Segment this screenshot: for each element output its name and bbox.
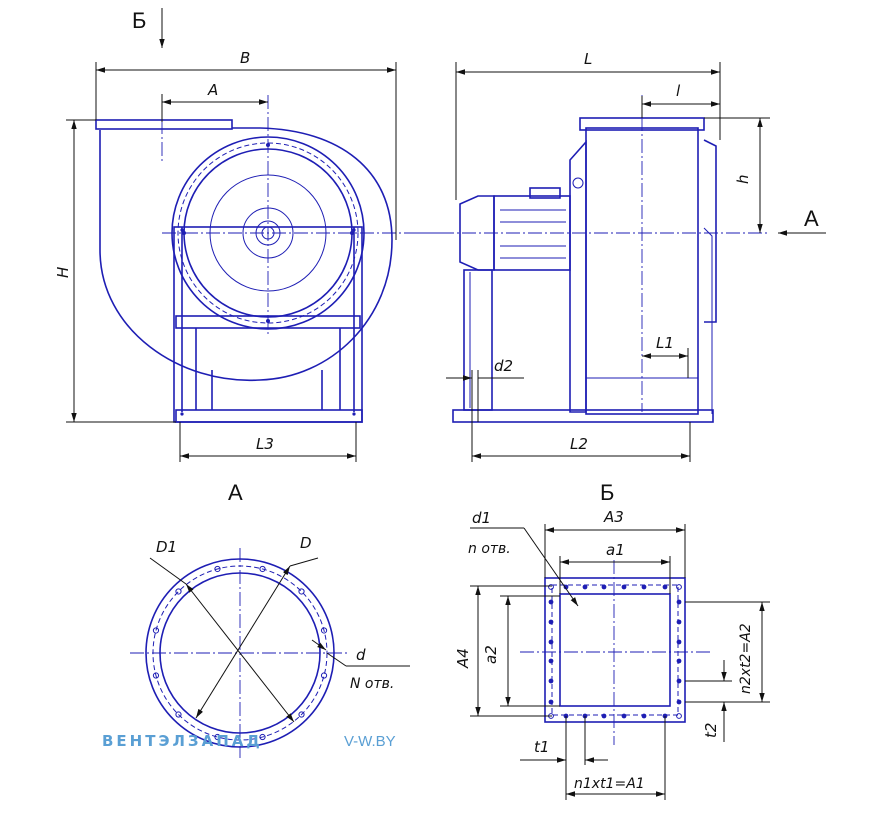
bolt-hole — [548, 678, 554, 684]
view-b-marker: Б — [132, 8, 146, 33]
rect-flange-view: Б d1 n отв. A3 a1 A4 a2 — [454, 480, 770, 800]
motor-end-cap — [459, 195, 495, 271]
bolt-hole — [641, 584, 647, 590]
rect-flange-holes — [548, 584, 682, 719]
bolt-hole — [676, 639, 682, 645]
bolt-hole — [214, 733, 221, 741]
label-a3: A3 — [603, 508, 624, 526]
label-l-total: L — [584, 50, 592, 68]
frame-bolt — [352, 412, 356, 416]
leader-d — [289, 557, 319, 567]
bolt-hole — [676, 678, 682, 684]
bolt-hole — [641, 713, 647, 719]
label-t1: t1 — [534, 738, 549, 756]
section-a-title: А — [228, 480, 243, 505]
outlet-flange — [95, 119, 233, 130]
label-d-round: D — [300, 534, 312, 552]
label-a4: A4 — [454, 648, 472, 669]
label-a1-lower: a1 — [606, 541, 625, 559]
bolt-hole — [676, 713, 682, 719]
motor-bracket — [569, 139, 587, 413]
inlet-rim — [703, 227, 713, 414]
inlet-collar — [703, 139, 717, 323]
watermark-brand: ВЕНТЭЛЗАПАД — [102, 732, 263, 750]
bolt-hole — [676, 584, 682, 590]
bolt-hole — [548, 619, 554, 625]
label-n-holes-rect: n отв. — [468, 541, 511, 557]
bolt-hole — [601, 584, 607, 590]
rect-flange-bolt-line — [551, 584, 679, 716]
bolt-hole — [548, 639, 554, 645]
label-d1-round: D1 — [156, 538, 177, 556]
bolt-hole — [298, 588, 305, 595]
side-base — [452, 409, 714, 423]
bolt-hole — [175, 588, 182, 595]
bolt-hole — [152, 627, 160, 634]
diameter-line-d — [195, 565, 291, 719]
terminal-box — [529, 187, 561, 199]
bolt-hole — [152, 672, 160, 679]
bolt-hole — [548, 584, 554, 590]
front-view: Б — [54, 8, 440, 462]
round-flange-view: А D1 D d N отв. — [130, 480, 410, 758]
rect-flange-outer — [544, 577, 686, 723]
label-l-small: l — [676, 82, 681, 100]
bracket-bolt — [572, 177, 584, 189]
label-d-hole: d — [356, 646, 366, 664]
bolt-hole — [676, 699, 682, 705]
label-a: A — [207, 81, 218, 99]
frame-bolt — [352, 228, 356, 232]
label-h: H — [54, 267, 72, 278]
bolt-hole — [548, 658, 554, 664]
bolt-hole — [662, 584, 668, 590]
frame-bolt — [180, 228, 184, 232]
bolt-hole — [175, 711, 182, 718]
label-a2-lower: a2 — [482, 645, 500, 664]
bolt-hole — [259, 733, 266, 741]
volute-housing — [99, 127, 393, 382]
bolt-hole — [676, 619, 682, 625]
label-b: B — [240, 49, 250, 67]
label-n1t1: n1xt1=A1 — [574, 776, 645, 792]
section-b-title: Б — [600, 480, 614, 505]
bolt-hole — [320, 672, 328, 679]
bolt-hole — [676, 658, 682, 664]
label-n2t2: n2xt2=A2 — [738, 623, 754, 694]
label-d1-rect: d1 — [472, 509, 491, 527]
side-view: А L l h d2 L1 L2 — [418, 50, 826, 462]
label-d2: d2 — [494, 357, 513, 375]
bolt-hole — [582, 584, 588, 590]
label-l2: L2 — [570, 435, 588, 453]
watermark-domain: V-W.BY — [344, 733, 396, 750]
label-l3: L3 — [256, 435, 274, 453]
bolt-hole — [548, 599, 554, 605]
label-t2: t2 — [702, 723, 720, 738]
view-a-marker: А — [804, 206, 819, 231]
leader-d1-rect — [523, 527, 579, 607]
label-l1: L1 — [656, 334, 674, 352]
inlet-flange-bolt-circle — [177, 142, 359, 324]
bolt-hole — [548, 699, 554, 705]
label-n-holes: N отв. — [350, 676, 394, 692]
bolt-hole — [621, 584, 627, 590]
bolt-hole — [676, 599, 682, 605]
bolt-hole — [320, 627, 328, 634]
bolt-hole — [621, 713, 627, 719]
hole-arrow — [311, 639, 327, 651]
label-h-small: h — [734, 174, 752, 184]
bolt-hole — [601, 713, 607, 719]
bolt-hole — [563, 584, 569, 590]
rect-flange-inner — [559, 593, 671, 707]
bolt-hole — [298, 711, 305, 718]
leader-d1 — [149, 557, 187, 585]
leader-d-hole — [326, 652, 347, 667]
frame-bolt — [180, 412, 184, 416]
frame-base — [175, 409, 363, 423]
